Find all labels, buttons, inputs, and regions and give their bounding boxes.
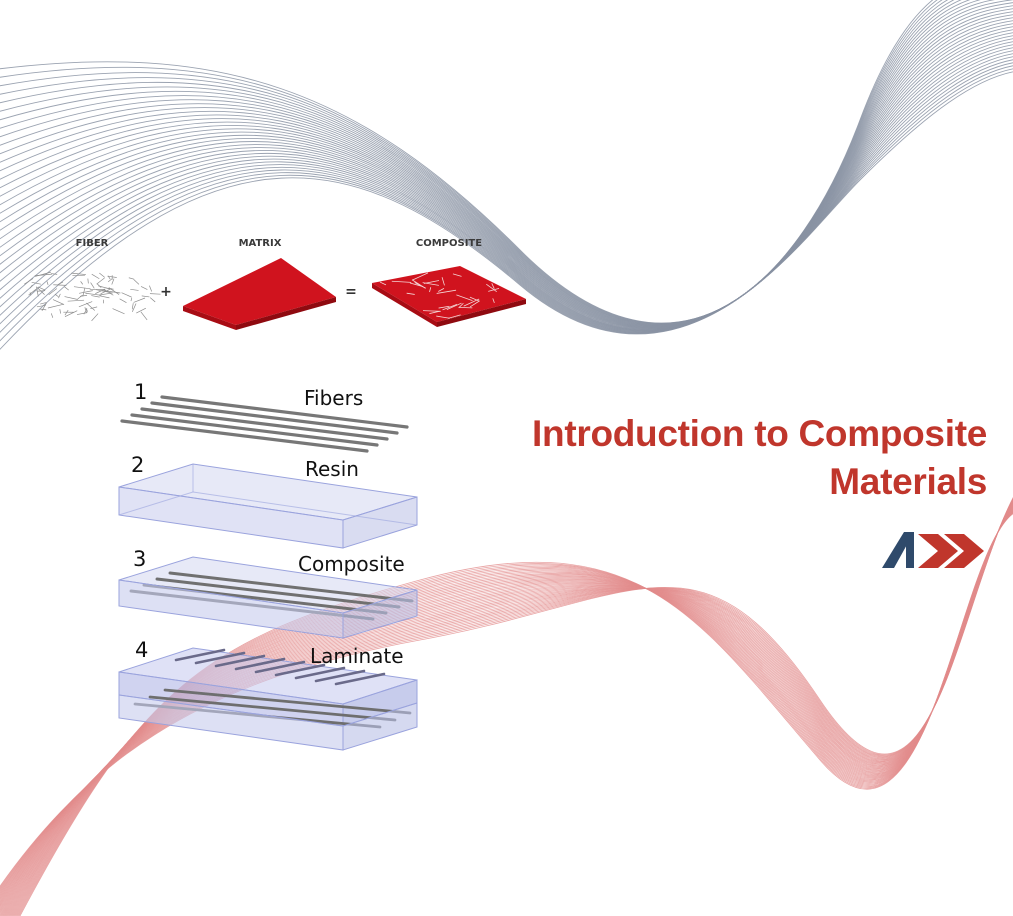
composite-block — [118, 556, 418, 639]
step-composite: 3 Composite — [118, 547, 418, 639]
page-title: Introduction to Composite Materials — [427, 410, 987, 506]
matrix-slab — [183, 258, 336, 330]
matrix-label: MATRIX — [239, 238, 282, 249]
embedded-fibers — [379, 272, 500, 319]
title-line-2: Materials — [829, 461, 987, 502]
resin-block — [118, 463, 418, 549]
composite-slab — [372, 266, 526, 327]
fiber-scatter-illustration — [24, 271, 161, 322]
step-label: Resin — [305, 457, 359, 481]
fiber-rods — [120, 395, 409, 453]
step-resin: 2 Resin — [118, 453, 418, 549]
step-number: 4 — [135, 638, 148, 662]
step-number: 2 — [131, 453, 144, 477]
step-laminate: 4 Laminate — [118, 638, 418, 751]
composite-label: COMPOSITE — [416, 238, 482, 249]
step-label: Laminate — [310, 644, 404, 668]
step-number: 3 — [133, 547, 146, 571]
step-fibers: 1 Fibers — [120, 380, 409, 453]
equals-sign: = — [345, 284, 357, 300]
step-label: Fibers — [304, 386, 363, 410]
gray-wave-lines — [0, 0, 1013, 351]
fiber-label: FIBER — [76, 238, 109, 249]
laminate-block — [118, 647, 418, 751]
title-line-1: Introduction to Composite — [532, 413, 987, 454]
brand-arrows-logo-icon — [882, 532, 984, 568]
plus-sign: + — [160, 284, 172, 300]
fiber-matrix-composite-equation: FIBER + MATRIX = COMPOSITE — [24, 238, 526, 330]
step-label: Composite — [298, 552, 405, 576]
step-number: 1 — [134, 380, 147, 404]
